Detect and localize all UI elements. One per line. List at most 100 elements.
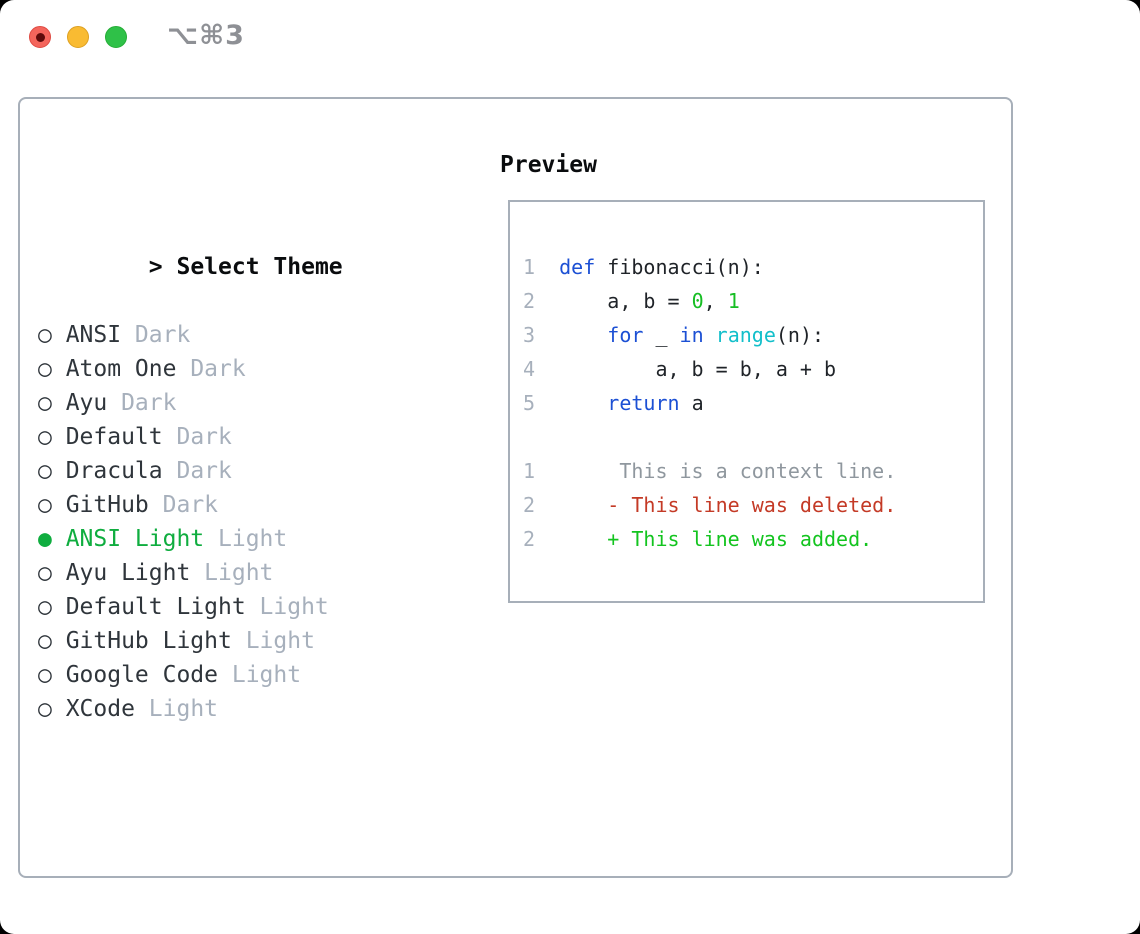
theme-name: GitHub Light	[65, 628, 232, 654]
minimize-button[interactable]	[67, 26, 89, 48]
focus-caret-icon: >	[148, 254, 163, 280]
theme-variant-tag: Dark	[121, 390, 177, 416]
code-token: 1	[727, 289, 740, 313]
theme-name: Default Light	[65, 594, 246, 620]
apply-indent	[149, 930, 163, 934]
code-token: This is a context line.	[559, 459, 897, 483]
radio-unselected-icon: ○	[38, 594, 52, 620]
theme-option-ansi[interactable]: ○ ANSI Dark	[38, 318, 426, 352]
theme-name: Default	[65, 424, 163, 450]
theme-variant-tag: Light	[218, 526, 288, 552]
code-token: def	[559, 255, 596, 279]
radio-unselected-icon: ○	[38, 390, 52, 416]
radio-selected-icon: ●	[38, 526, 52, 552]
radio-unselected-icon: ○	[38, 560, 52, 586]
theme-option-github-light[interactable]: ○ GitHub Light Light	[38, 624, 426, 658]
code-token	[559, 391, 607, 415]
theme-option-ayu[interactable]: ○ Ayu Dark	[38, 386, 426, 420]
theme-option-google-code[interactable]: ○ Google Code Light	[38, 658, 426, 692]
line-number: 1	[523, 255, 536, 279]
line-number: 1	[523, 459, 536, 483]
theme-option-dracula[interactable]: ○ Dracula Dark	[38, 454, 426, 488]
theme-option-ayu-light[interactable]: ○ Ayu Light Light	[38, 556, 426, 590]
theme-option-github[interactable]: ○ GitHub Dark	[38, 488, 426, 522]
code-line: 2 - This line was deleted.	[523, 488, 983, 522]
radio-unselected-icon: ○	[38, 356, 52, 382]
radio-unselected-icon: ○	[38, 662, 52, 688]
theme-name: Dracula	[65, 458, 163, 484]
zoom-button[interactable]	[105, 26, 127, 48]
code-token: in	[679, 323, 704, 347]
code-line: 3 for _ in range(n):	[523, 318, 983, 352]
theme-variant-tag: Light	[148, 696, 219, 722]
theme-name: Ayu Light	[65, 560, 191, 586]
code-token	[704, 323, 716, 347]
select-theme-title: Select Theme	[176, 254, 343, 280]
titlebar	[29, 26, 127, 48]
theme-name: ANSI Light	[65, 526, 205, 552]
theme-name: Google Code	[65, 662, 219, 688]
theme-variant-tag: Dark	[176, 424, 232, 450]
theme-name: GitHub	[65, 492, 149, 518]
radio-unselected-icon: ○	[38, 322, 52, 348]
unsaved-changes-dot-icon	[35, 32, 45, 42]
radio-unselected-icon: ○	[38, 628, 52, 654]
theme-variant-tag: Light	[259, 594, 329, 620]
theme-name: ANSI	[65, 322, 122, 348]
code-line: 1 def fibonacci(n):	[523, 250, 983, 284]
code-line: 4 a, b = b, a + b	[523, 352, 983, 386]
theme-variant-tag: Dark	[162, 492, 219, 518]
radio-unselected-icon: ○	[38, 492, 52, 518]
radio-unselected-icon: ○	[38, 424, 52, 450]
code-line: 5 return a	[523, 386, 983, 420]
spacer	[38, 794, 426, 828]
code-token: for	[607, 323, 644, 347]
code-line: 1 This is a context line.	[523, 454, 983, 488]
code-line	[523, 420, 983, 454]
line-number: 2	[523, 527, 536, 551]
window-shortcut-label: ⌥⌘3	[167, 20, 245, 51]
line-number: 2	[523, 289, 536, 313]
theme-variant-tag: Light	[245, 628, 315, 654]
radio-unselected-icon: ○	[38, 458, 52, 484]
code-token: a, b =	[559, 289, 692, 313]
line-number: 3	[523, 323, 536, 347]
theme-variant-tag: Light	[231, 662, 302, 688]
code-token: + This line was added.	[559, 527, 873, 551]
preview-title: Preview	[500, 152, 597, 178]
theme-option-ansi-light[interactable]: ● ANSI Light Light	[38, 522, 426, 556]
code-token: return	[607, 391, 680, 415]
theme-name: Atom One	[65, 356, 177, 382]
theme-option-atom-one[interactable]: ○ Atom One Dark	[38, 352, 426, 386]
close-button[interactable]	[29, 26, 51, 48]
code-token: (n):	[775, 323, 825, 347]
theme-option-default-light[interactable]: ○ Default Light Light	[38, 590, 426, 624]
code-token: - This line was deleted.	[559, 493, 897, 517]
code-token: 0	[691, 289, 704, 313]
code-token: ,	[703, 289, 728, 313]
line-number: 5	[523, 391, 536, 415]
code-token: _	[643, 323, 680, 347]
line-number: 2	[523, 493, 536, 517]
theme-variant-tag: Dark	[134, 322, 191, 348]
code-token: fibonacci(n):	[595, 255, 764, 279]
select-theme-header: > Select Theme	[38, 216, 426, 280]
code-token	[559, 323, 607, 347]
code-line: 2 + This line was added.	[523, 522, 983, 556]
code-line: 2 a, b = 0, 1	[523, 284, 983, 318]
theme-variant-tag: Light	[204, 560, 274, 586]
theme-variant-tag: Dark	[190, 356, 246, 382]
theme-variant-tag: Dark	[176, 458, 232, 484]
line-number: 4	[523, 357, 536, 381]
radio-unselected-icon: ○	[38, 696, 52, 722]
code-token: range	[715, 323, 776, 347]
theme-option-default[interactable]: ○ Default Dark	[38, 420, 426, 454]
theme-name: Ayu	[65, 390, 108, 416]
